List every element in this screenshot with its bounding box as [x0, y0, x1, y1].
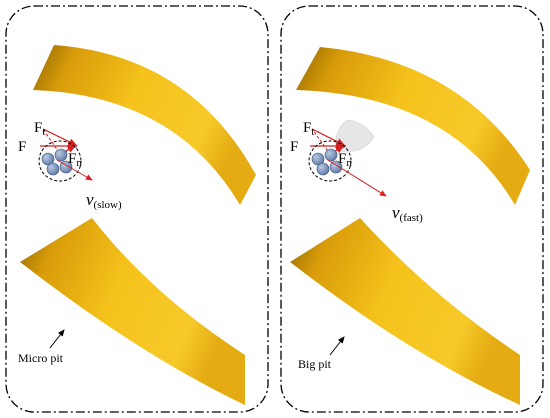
- particle-cluster-left: [38, 140, 82, 182]
- label-big-pit: Big pit: [298, 357, 332, 371]
- label-ft-right: Ft: [303, 120, 314, 138]
- blade-top-left: [33, 45, 256, 205]
- blade-top-right: [296, 47, 530, 205]
- blade-bottom-right: [290, 218, 520, 405]
- label-ft-left: Ft: [34, 120, 45, 138]
- velocity-arrow-left: [56, 159, 93, 181]
- velocity-arrow-right: [327, 159, 387, 197]
- label-fn-left: Fn: [68, 151, 82, 169]
- big-pit: [334, 311, 368, 348]
- big-pit-forming: [335, 119, 375, 152]
- label-f-left: F: [18, 139, 26, 155]
- label-v-fast: v(fast): [392, 203, 423, 224]
- micro-pit: [64, 316, 79, 329]
- panel-slow: Ft F Fn v(slow) Micro pit: [5, 5, 269, 413]
- panel-frame-right: [280, 5, 544, 413]
- panel-frame-left: [5, 5, 269, 413]
- particle-cluster-right: [308, 140, 352, 182]
- label-fn-right: Fn: [338, 151, 352, 169]
- label-f-right: F: [290, 139, 298, 155]
- blade-bottom-left: [20, 218, 245, 405]
- panel-fast: Ft F Fn v(fast) Big pit: [280, 5, 544, 413]
- label-micro-pit: Micro pit: [18, 351, 64, 365]
- pit-pointer-left: [49, 329, 65, 349]
- pit-pointer-right: [329, 336, 345, 356]
- label-v-slow: v(slow): [86, 190, 122, 211]
